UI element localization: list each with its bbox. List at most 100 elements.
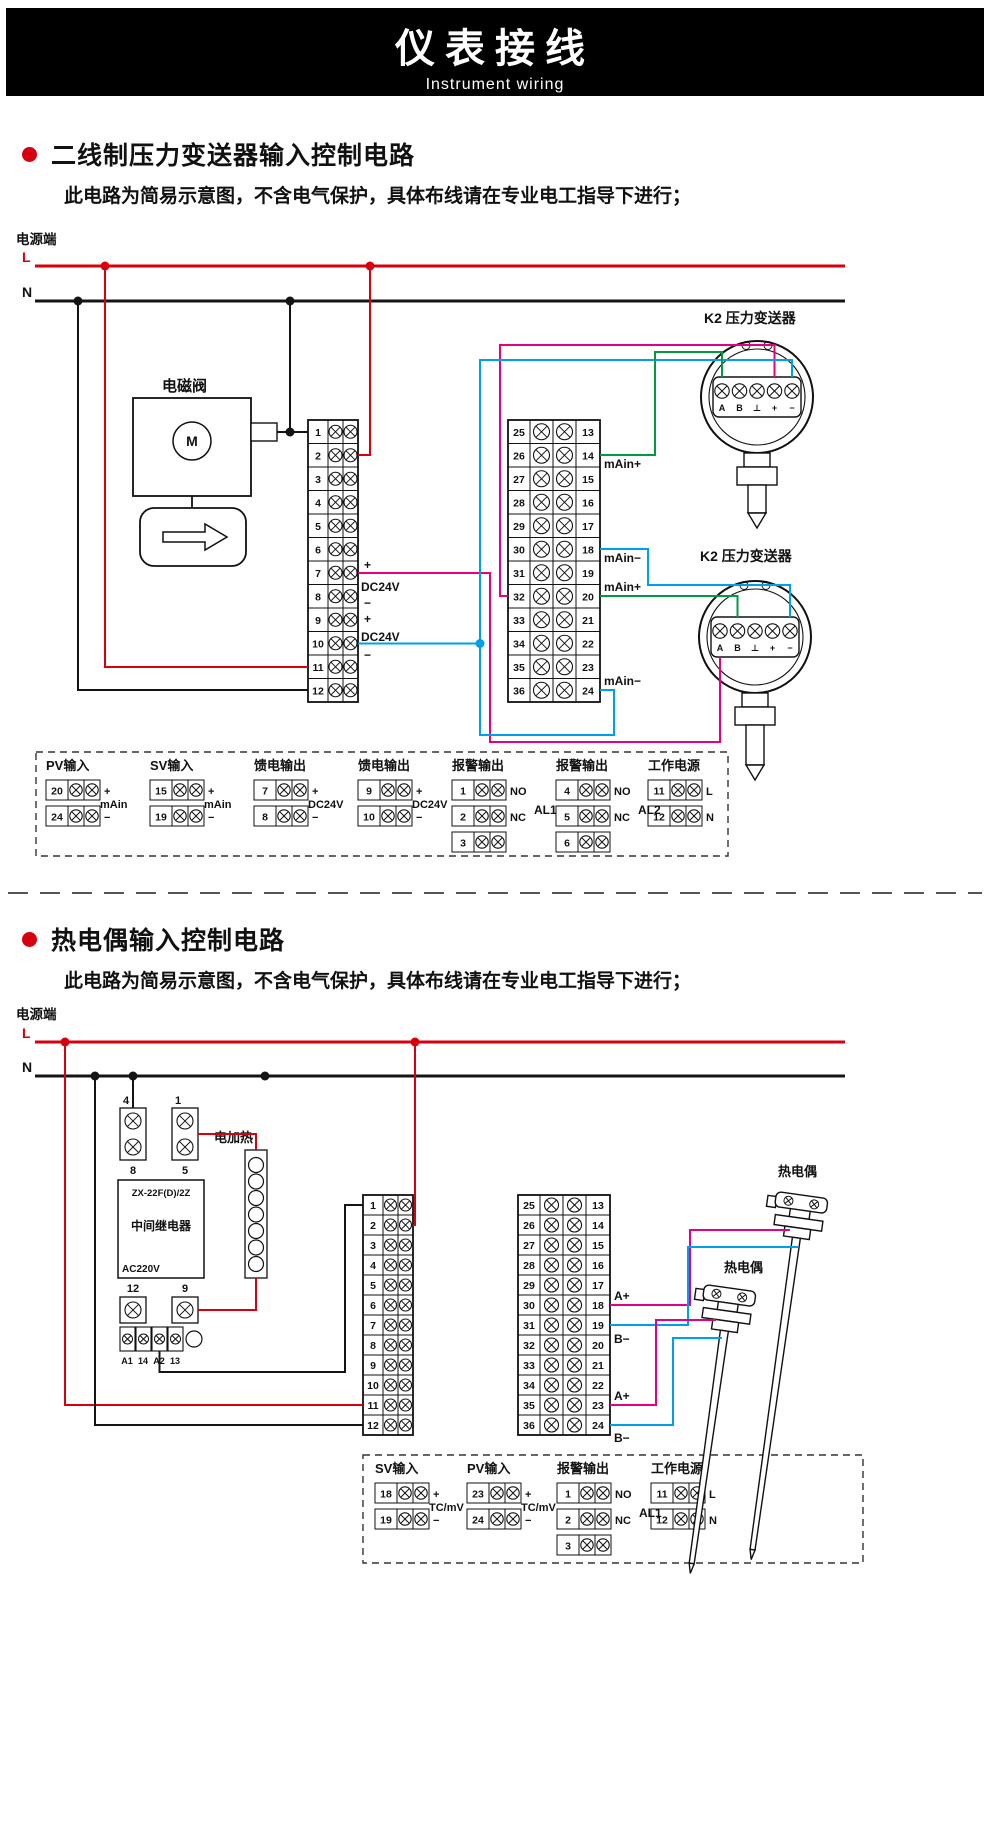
- terminal-side-label: B−: [614, 1431, 630, 1445]
- page-title: 仪表接线: [395, 27, 595, 71]
- wire-red: [104, 266, 308, 668]
- legend-tag: +: [433, 1489, 439, 1501]
- label: A1: [121, 1356, 133, 1366]
- coil-icon: [247, 1173, 265, 1190]
- terminal-number: 23: [472, 1489, 484, 1501]
- terminal-number: 26: [523, 1220, 535, 1232]
- relay-model: ZX-22F(D)/2Z: [132, 1188, 191, 1199]
- legend-mid-label: DC24V: [412, 799, 448, 811]
- terminal-number: 9: [366, 786, 372, 798]
- legend-box: [35, 751, 729, 857]
- label: 9: [182, 1283, 188, 1295]
- page-subtitle: Instrument wiring: [425, 76, 565, 93]
- legend-title: 报警输出: [452, 758, 504, 773]
- terminal-number: 24: [51, 812, 63, 824]
- terminal-number: 35: [513, 662, 525, 674]
- terminal-number: 20: [592, 1340, 604, 1352]
- legend-tag: NO: [615, 1489, 632, 1501]
- terminal-number: 23: [592, 1400, 604, 1412]
- terminal-number: 24: [582, 685, 594, 697]
- wire-pink: [610, 1229, 790, 1306]
- wire-cyan: [479, 359, 793, 736]
- terminal-number: 1: [315, 427, 321, 439]
- terminal-number: 9: [370, 1360, 376, 1372]
- label: 14: [138, 1356, 148, 1366]
- wire-red: [358, 266, 371, 456]
- terminal-number: 4: [370, 1260, 376, 1272]
- terminal-number: 1: [565, 1489, 571, 1501]
- terminal-number: 11: [656, 1489, 667, 1501]
- terminal-number: 12: [367, 1420, 379, 1432]
- section1-title: 二线制压力变送器输入控制电路: [51, 142, 416, 170]
- heater-label: 电加热: [214, 1130, 253, 1145]
- transmitter-terminal-label: B: [734, 643, 741, 653]
- terminal-number: 13: [592, 1200, 604, 1212]
- terminal-number: 16: [592, 1260, 604, 1272]
- terminal-number: 34: [513, 638, 525, 650]
- legend-tag: +: [104, 786, 110, 798]
- section1-header: 二线制压力变送器输入控制电路: [22, 136, 415, 172]
- junction-dot: [365, 261, 375, 271]
- wire-black: [77, 301, 308, 691]
- legend-tag: NC: [615, 1515, 631, 1527]
- legend-title: PV输入: [467, 1461, 510, 1476]
- legend-tag: L: [709, 1489, 716, 1501]
- coil-icon: [247, 1206, 265, 1223]
- terminal-number: 8: [262, 812, 268, 824]
- legend-title: 馈电输出: [358, 758, 410, 773]
- legend-section1: PV输入20+24−mAinSV输入15+19−mAin馈电输出7+8−DC24…: [35, 751, 729, 857]
- terminal-number: 7: [262, 786, 268, 798]
- terminal-number: 12: [312, 685, 324, 697]
- terminal-number: 33: [523, 1360, 535, 1372]
- terminal-number: 2: [565, 1515, 571, 1527]
- terminal-number: 26: [513, 450, 525, 462]
- transmitter-terminal-label: A: [717, 643, 724, 653]
- terminal-side-label: mAin+: [604, 457, 641, 471]
- terminal-number: 19: [155, 812, 167, 824]
- solenoid-label: 电磁阀: [162, 377, 207, 395]
- legend-title: 工作电源: [648, 758, 700, 773]
- terminal-number: 29: [523, 1280, 535, 1292]
- transmitter-terminal-label: ⊥: [753, 403, 761, 413]
- legend-tag: N: [706, 812, 714, 824]
- legend-tag: −: [525, 1515, 531, 1527]
- terminal-number: 5: [370, 1280, 376, 1292]
- terminal-number: 20: [51, 786, 63, 798]
- junction-dot: [260, 1071, 270, 1081]
- terminal-number: 36: [513, 685, 525, 697]
- legend-mid-label: TC/mV: [429, 1502, 465, 1514]
- transmitter-label: K2 压力变送器: [700, 548, 793, 564]
- wire-black: [158, 1204, 363, 1373]
- junction-dot: [410, 1037, 420, 1047]
- legend-title: SV输入: [150, 758, 193, 773]
- legend-tag: −: [416, 812, 422, 824]
- legend-tag: −: [208, 812, 214, 824]
- terminal-number: 10: [367, 1380, 379, 1392]
- junction-dot: [73, 296, 83, 306]
- legend-tag: NO: [614, 786, 631, 798]
- terminal-number: 15: [155, 786, 167, 798]
- terminal-number: 3: [315, 474, 321, 486]
- junction-dot: [285, 427, 295, 437]
- power-terminal-label: 电源端: [16, 231, 57, 247]
- terminal-number: 31: [513, 568, 525, 580]
- terminal-number: 23: [582, 662, 594, 674]
- terminal-number: 12: [656, 1515, 668, 1527]
- terminal-number: 15: [592, 1240, 604, 1252]
- terminal-number: 33: [513, 615, 525, 627]
- transmitter-terminal-label: B: [736, 403, 743, 413]
- terminal-number: 35: [523, 1400, 535, 1412]
- page-header: 仪表接线 Instrument wiring: [6, 8, 984, 96]
- terminal-number: 31: [523, 1320, 535, 1332]
- terminal-number: 20: [582, 591, 594, 603]
- legend-title: 报警输出: [556, 758, 608, 773]
- terminal-number: 11: [367, 1400, 378, 1412]
